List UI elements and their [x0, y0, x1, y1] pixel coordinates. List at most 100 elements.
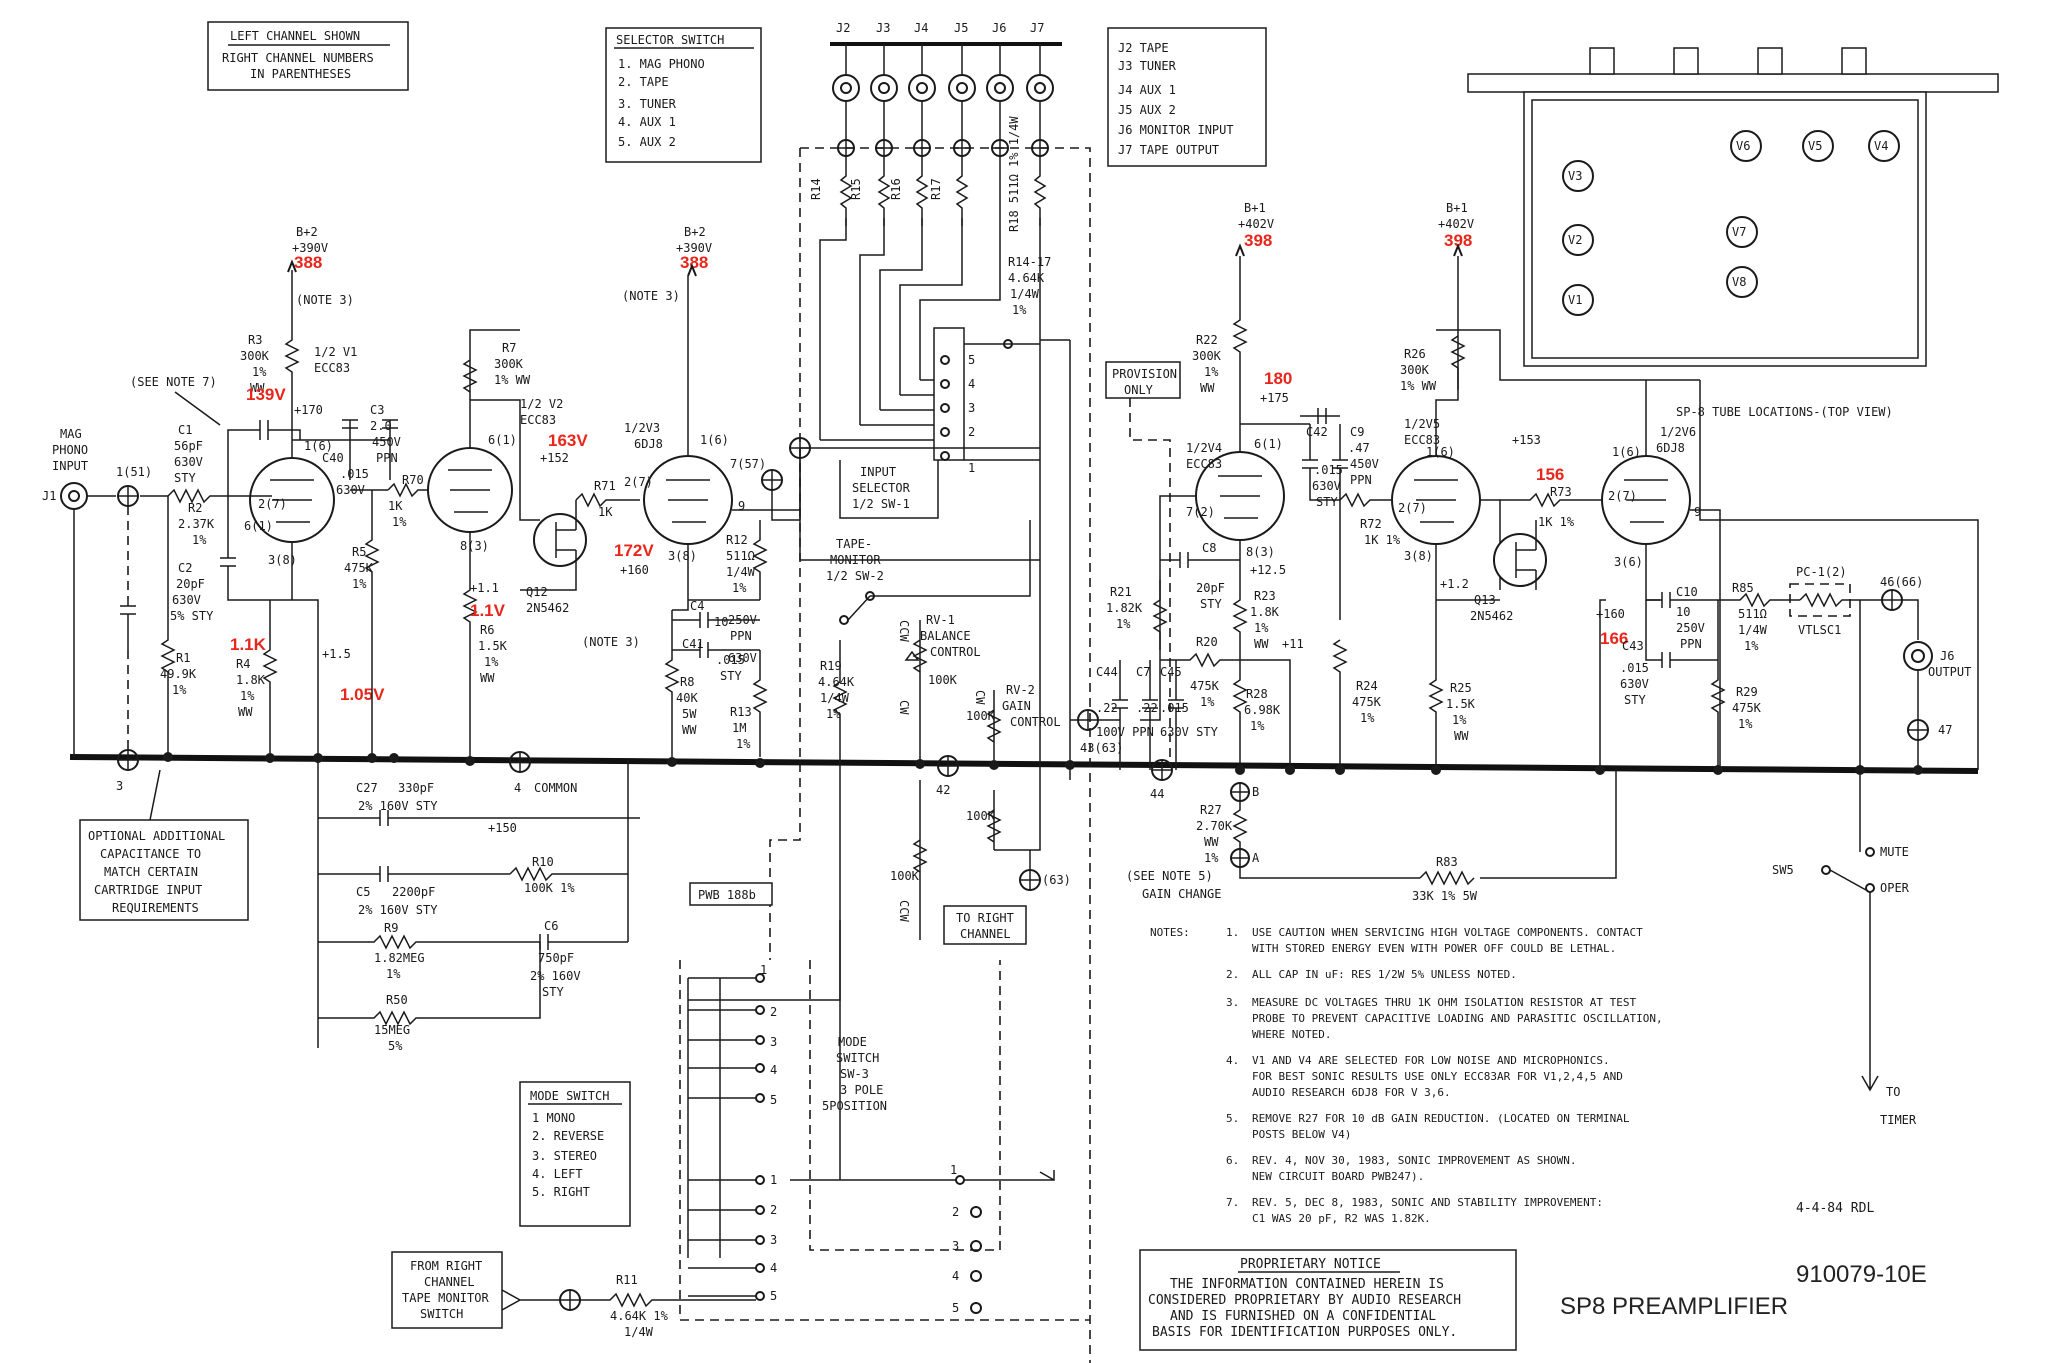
svg-text:R13: R13	[730, 705, 752, 719]
svg-text:3: 3	[968, 401, 975, 415]
svg-text:6(1): 6(1)	[488, 433, 517, 447]
input-selector-switch[interactable]: 5 4 3 2 1 INPUT SELECTOR 1/2 SW-1	[839, 327, 1040, 519]
svg-text:SWITCH: SWITCH	[420, 1307, 463, 1321]
svg-text:4: 4	[514, 781, 521, 795]
svg-text:910079-10E: 910079-10E	[1796, 1261, 1927, 1288]
svg-text:1/2V4: 1/2V4	[1186, 441, 1222, 455]
svg-text:750pF: 750pF	[538, 951, 574, 965]
svg-text:1.1V: 1.1V	[470, 601, 506, 620]
svg-text:450V: 450V	[372, 435, 401, 449]
svg-text:3: 3	[116, 779, 123, 793]
svg-text:8(3): 8(3)	[460, 539, 489, 553]
svg-text:398: 398	[1244, 231, 1272, 250]
svg-text:R11: R11	[616, 1273, 638, 1287]
svg-text:511Ω: 511Ω	[726, 549, 755, 563]
svg-text:2N5462: 2N5462	[1470, 609, 1513, 623]
tape-monitor-switch[interactable]: TAPE- MONITOR 1/2 SW-2	[799, 340, 1071, 780]
svg-text:1%: 1%	[252, 365, 267, 379]
svg-text:CAPACITANCE TO: CAPACITANCE TO	[100, 847, 201, 861]
svg-text:V4: V4	[1874, 139, 1888, 153]
svg-text:PC-1(2): PC-1(2)	[1796, 565, 1847, 579]
provision-box: PROVISION ONLY	[1105, 361, 1181, 760]
svg-text:1M: 1M	[732, 721, 746, 735]
svg-text:TIMER: TIMER	[1880, 1113, 1917, 1127]
svg-text:J7 TAPE OUTPUT: J7 TAPE OUTPUT	[1118, 143, 1219, 157]
svg-text:450V: 450V	[1350, 457, 1379, 471]
svg-text:20pF: 20pF	[176, 577, 205, 591]
svg-text:4: 4	[952, 1269, 959, 1283]
mode-switch-sw3[interactable]: 1 2 3 4 5 MODE SWITCH SW-3 3 POLE 5POSIT…	[687, 920, 1055, 1315]
svg-text:250V: 250V	[1676, 621, 1705, 635]
svg-text:+402V: +402V	[1438, 217, 1474, 231]
svg-text:GAIN: GAIN	[1002, 699, 1031, 713]
svg-text:CW: CW	[897, 700, 911, 715]
pwb-label: PWB 188b	[689, 882, 773, 906]
svg-text:GAIN CHANGE: GAIN CHANGE	[1142, 887, 1221, 901]
svg-text:R73: R73	[1550, 485, 1572, 499]
gain-control-rv2[interactable]: RV-2 GAIN CONTROL 100K CW 100K 100K CCW …	[890, 683, 1071, 945]
svg-text:2200pF: 2200pF	[392, 885, 435, 899]
svg-text:AND IS FURNISHED ON A CONFIDEN: AND IS FURNISHED ON A CONFIDENTIAL	[1170, 1309, 1436, 1324]
svg-text:C4: C4	[690, 599, 704, 613]
from-right-channel-input: FROM RIGHT CHANNEL TAPE MONITOR SWITCH R…	[391, 1251, 756, 1339]
stage-v6: 1(6) 2(7) 9 3(6) 1/2V6 6DJ8 +160 166 C10…	[1595, 380, 1979, 775]
svg-text:1/4W: 1/4W	[624, 1325, 654, 1339]
svg-text:R14-17: R14-17	[1008, 255, 1051, 269]
svg-text:100K: 100K	[928, 673, 958, 687]
svg-text:R6: R6	[480, 623, 494, 637]
svg-text:CHANNEL: CHANNEL	[960, 927, 1011, 941]
svg-text:2.: 2.	[1226, 968, 1239, 981]
svg-text:C3: C3	[370, 403, 384, 417]
svg-text:.015: .015	[716, 653, 745, 667]
svg-text:630V: 630V	[728, 651, 757, 665]
svg-text:R85: R85	[1732, 581, 1754, 595]
selector-switch-legend: SELECTOR SWITCH 1. MAG PHONO 2. TAPE 3. …	[605, 27, 762, 163]
svg-text:100K: 100K	[890, 869, 920, 883]
svg-text:.015: .015	[1314, 463, 1343, 477]
gain-change-r27: B R27 2.70K WW 1% A (SEE NOTE 5) GAIN CH…	[1126, 770, 1617, 903]
svg-text:1%: 1%	[1738, 717, 1753, 731]
svg-text:4.64K: 4.64K	[1008, 271, 1045, 285]
svg-text:R19: R19	[820, 659, 842, 673]
svg-text:R50: R50	[386, 993, 408, 1007]
jacks-legend: J2 TAPE J3 TUNER J4 AUX 1 J5 AUX 2 J6 MO…	[1107, 27, 1267, 167]
balance-control-rv1[interactable]: CCW CW RV-1 BALANCE CONTROL 100K R19 4.6…	[688, 613, 981, 1001]
svg-text:388: 388	[294, 253, 322, 272]
svg-text:1%: 1%	[1360, 711, 1375, 725]
svg-text:4: 4	[770, 1063, 777, 1077]
svg-text:THE INFORMATION CONTAINED HERE: THE INFORMATION CONTAINED HEREIN IS	[1170, 1277, 1444, 1292]
svg-text:R70: R70	[402, 473, 424, 487]
svg-text:C40: C40	[322, 451, 344, 465]
svg-text:R8: R8	[680, 675, 694, 689]
svg-text:4. LEFT: 4. LEFT	[532, 1167, 583, 1181]
svg-text:2: 2	[952, 1205, 959, 1219]
svg-text:1%: 1%	[392, 515, 407, 529]
svg-text:49.9K: 49.9K	[160, 667, 197, 681]
svg-text:20pF: 20pF	[1196, 581, 1225, 595]
svg-text:1.8K: 1.8K	[1250, 605, 1280, 619]
svg-text:2(7): 2(7)	[1398, 501, 1427, 515]
svg-text:7(57): 7(57)	[730, 457, 766, 471]
svg-text:C44: C44	[1096, 665, 1118, 679]
svg-text:1K: 1K	[388, 499, 403, 513]
svg-text:R83: R83	[1436, 855, 1458, 869]
svg-text:R3: R3	[248, 333, 262, 347]
svg-text:1%: 1%	[240, 689, 255, 703]
svg-text:40K: 40K	[676, 691, 698, 705]
svg-text:Q12: Q12	[526, 585, 548, 599]
svg-text:1/2 V1: 1/2 V1	[314, 345, 357, 359]
svg-text:STY: STY	[720, 669, 742, 683]
stage-v2: 6(1) 8(3) 1/2 V2 ECC83 163V +152 R7 300K…	[427, 329, 640, 757]
svg-text:2% 160V STY: 2% 160V STY	[358, 903, 438, 917]
svg-text:B+2: B+2	[684, 225, 706, 239]
mute-switch-sw5[interactable]: SW5 MUTE OPER TO TIMER	[1772, 770, 1917, 1127]
svg-text:R2: R2	[188, 501, 202, 515]
svg-text:5: 5	[968, 353, 975, 367]
svg-text:4: 4	[968, 377, 975, 391]
svg-text:5%: 5%	[388, 1039, 403, 1053]
svg-text:R72: R72	[1360, 517, 1382, 531]
svg-text:BALANCE: BALANCE	[920, 629, 971, 643]
svg-text:163V: 163V	[548, 431, 588, 450]
stage-v3: 2(7) 1(6) 9 3(8) 1/2V3 6DJ8 B+2 +390V 38…	[614, 225, 1040, 757]
svg-text:ECC83: ECC83	[520, 413, 556, 427]
